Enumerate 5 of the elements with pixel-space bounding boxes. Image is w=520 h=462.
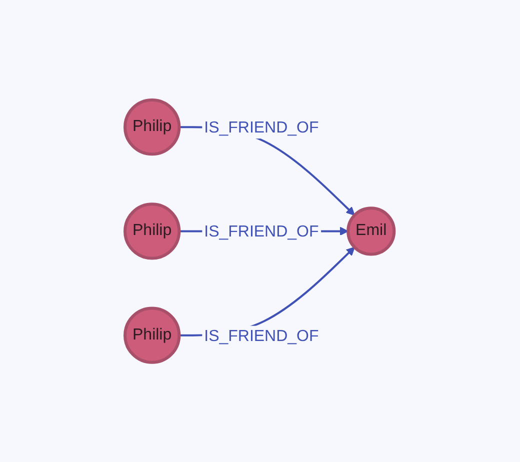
node-circle: Emil bbox=[346, 206, 396, 256]
node-circle: Philip bbox=[124, 202, 182, 260]
node-circle: Philip bbox=[124, 98, 182, 156]
edge-label: IS_FRIEND_OF bbox=[202, 326, 322, 347]
node-circle: Philip bbox=[124, 306, 182, 364]
